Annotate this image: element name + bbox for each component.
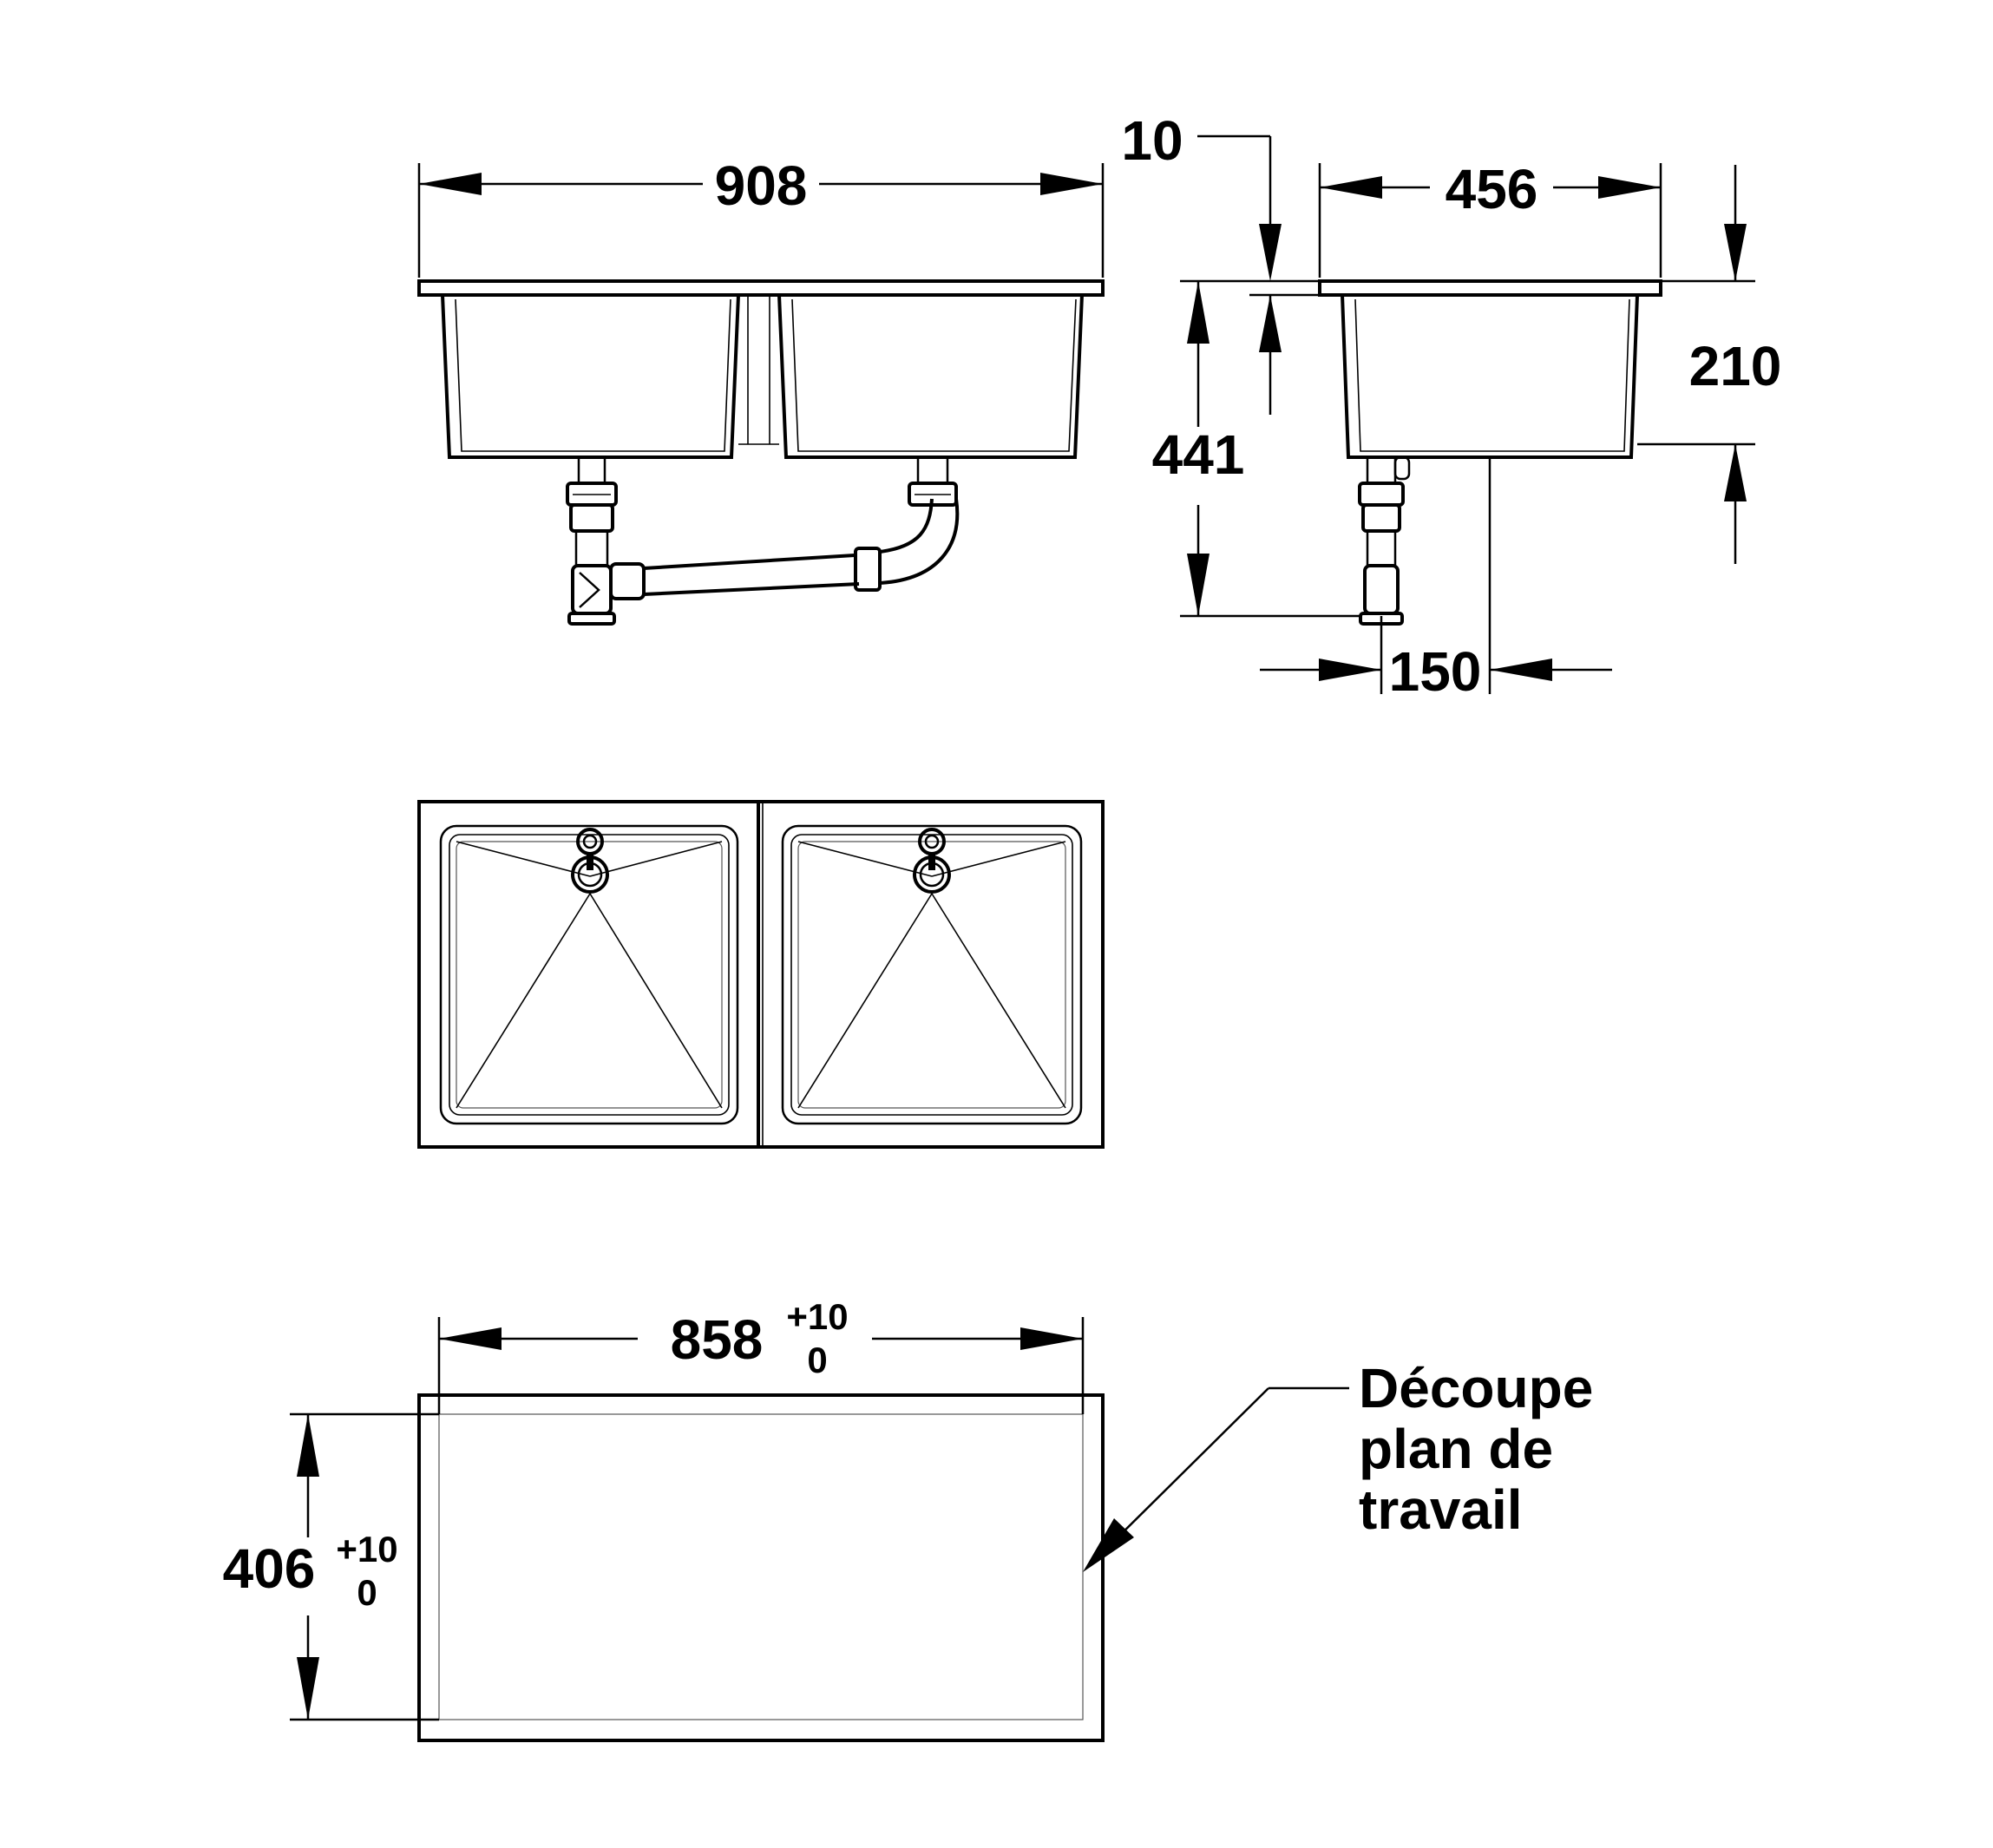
dim-10-label: 10 — [1121, 109, 1183, 172]
cutout-inner — [438, 1413, 1084, 1720]
left-overflow — [576, 828, 604, 855]
top-right-bowl — [781, 824, 1083, 1125]
dim-bowl-width: 456 — [1318, 158, 1662, 278]
front-right-bowl — [777, 294, 1084, 459]
note-line-3: travail — [1359, 1478, 1523, 1541]
cutout-view: 858 +10 0 406 +10 0 Découpe plan de trav… — [223, 1296, 1593, 1742]
top-outline — [417, 800, 1105, 1149]
dim-drain-offset: 150 — [1260, 616, 1612, 703]
dim-overall-width: 908 — [417, 154, 1105, 278]
dim-406-tol-plus: +10 — [336, 1529, 397, 1569]
dim-441-label: 441 — [1152, 423, 1245, 486]
top-view — [417, 800, 1105, 1149]
right-overflow — [918, 828, 946, 855]
front-left-bowl — [441, 294, 740, 459]
dim-150-label: 150 — [1389, 640, 1482, 703]
side-rim — [1318, 279, 1662, 297]
dim-858-tol-plus: +10 — [786, 1296, 848, 1337]
dim-858-tol-minus: 0 — [807, 1340, 827, 1380]
dim-406-tol-minus: 0 — [357, 1572, 377, 1613]
side-bowl — [1341, 294, 1639, 459]
note-line-1: Découpe — [1359, 1357, 1593, 1419]
dim-cutout-width: 858 +10 0 — [437, 1296, 1085, 1414]
dim-cutout-depth: 406 +10 0 — [223, 1412, 439, 1721]
dim-overall-height: 441 — [1152, 281, 1360, 618]
cutout-note: Découpe plan de travail — [1083, 1357, 1593, 1572]
front-view: 908 — [417, 154, 1105, 626]
dim-210-label: 210 — [1689, 335, 1782, 397]
dim-rim-thickness: 10 — [1121, 109, 1320, 415]
dim-bowl-depth: 210 — [1637, 165, 1781, 564]
cutout-outer — [417, 1393, 1105, 1742]
left-drain-fitting — [566, 455, 618, 626]
dim-858-label: 858 — [671, 1308, 764, 1371]
note-line-2: plan de — [1359, 1418, 1553, 1480]
dim-908-label: 908 — [715, 154, 808, 217]
front-rim — [417, 279, 1105, 297]
top-left-bowl — [439, 824, 739, 1125]
side-drain-fitting — [1358, 455, 1411, 626]
connecting-pipe — [609, 455, 960, 600]
side-view: 10 456 210 441 — [1121, 109, 1781, 703]
dim-406-label: 406 — [223, 1537, 316, 1600]
dim-456-label: 456 — [1446, 158, 1538, 220]
